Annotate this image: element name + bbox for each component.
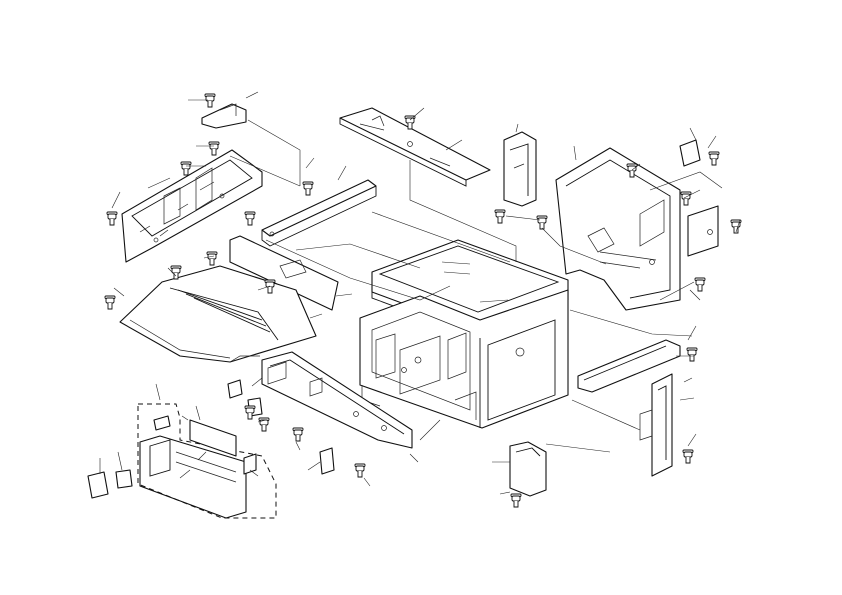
main-machine-body bbox=[359, 239, 569, 429]
screw-icon bbox=[536, 215, 548, 230]
screw-icon bbox=[292, 427, 304, 442]
screw-icon bbox=[208, 141, 220, 156]
small-bracket-upper-left bbox=[201, 103, 247, 129]
screw-icon bbox=[680, 191, 692, 206]
upper-rail bbox=[261, 179, 377, 247]
right-vertical-panel bbox=[639, 373, 673, 477]
screw-icon bbox=[206, 251, 218, 266]
screw-icon bbox=[510, 493, 522, 508]
screw-icon bbox=[708, 151, 720, 166]
screw-icon bbox=[104, 295, 116, 310]
screw-icon bbox=[354, 463, 366, 478]
left-tray-cover bbox=[119, 265, 317, 363]
screw-icon bbox=[170, 265, 182, 280]
right-small-plates bbox=[679, 139, 719, 257]
screw-icon bbox=[204, 93, 216, 108]
middle-left-plate bbox=[229, 235, 339, 311]
screw-icon bbox=[494, 209, 506, 224]
front-lower-panel bbox=[261, 351, 413, 449]
right-center-bracket bbox=[503, 131, 537, 207]
bottom-small-cover bbox=[509, 441, 547, 497]
screw-icon bbox=[106, 211, 118, 226]
leader-lines bbox=[99, 91, 741, 495]
screw-icon bbox=[180, 161, 192, 176]
screw-icon bbox=[244, 405, 256, 420]
upper-cover-strip bbox=[339, 107, 491, 187]
right-rear-frame bbox=[555, 147, 681, 311]
screw-icon bbox=[258, 417, 270, 432]
screw-icon bbox=[686, 347, 698, 362]
screw-icon bbox=[302, 181, 314, 196]
screw-icon bbox=[694, 277, 706, 292]
small-parts-front bbox=[87, 415, 257, 499]
option-parts-outline bbox=[137, 403, 277, 519]
left-rear-panel bbox=[121, 149, 263, 263]
operation-panel-cover bbox=[139, 435, 247, 519]
screw-icon bbox=[264, 279, 276, 294]
screw-icon bbox=[682, 449, 694, 464]
screw-icon bbox=[626, 163, 638, 178]
screw-icon bbox=[244, 211, 256, 226]
